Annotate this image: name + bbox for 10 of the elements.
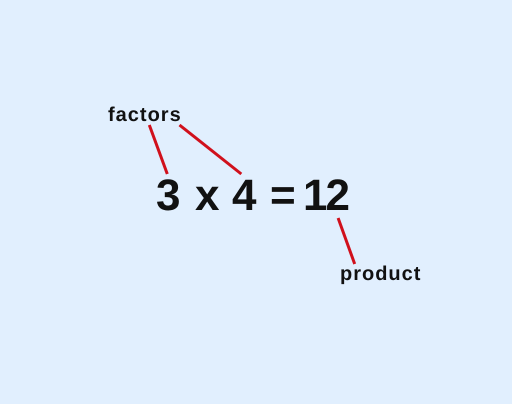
- equals-sign: =: [270, 174, 296, 218]
- leader-line: [148, 124, 169, 175]
- number-term: 12: [303, 174, 348, 218]
- multiplication-sign: x: [195, 174, 220, 218]
- annotation-label: factors: [108, 105, 182, 125]
- number-term: 4: [232, 174, 256, 218]
- leader-line: [178, 124, 242, 176]
- leader-line: [336, 217, 356, 265]
- annotation-label: product: [340, 264, 422, 284]
- number-term: 3: [156, 174, 180, 218]
